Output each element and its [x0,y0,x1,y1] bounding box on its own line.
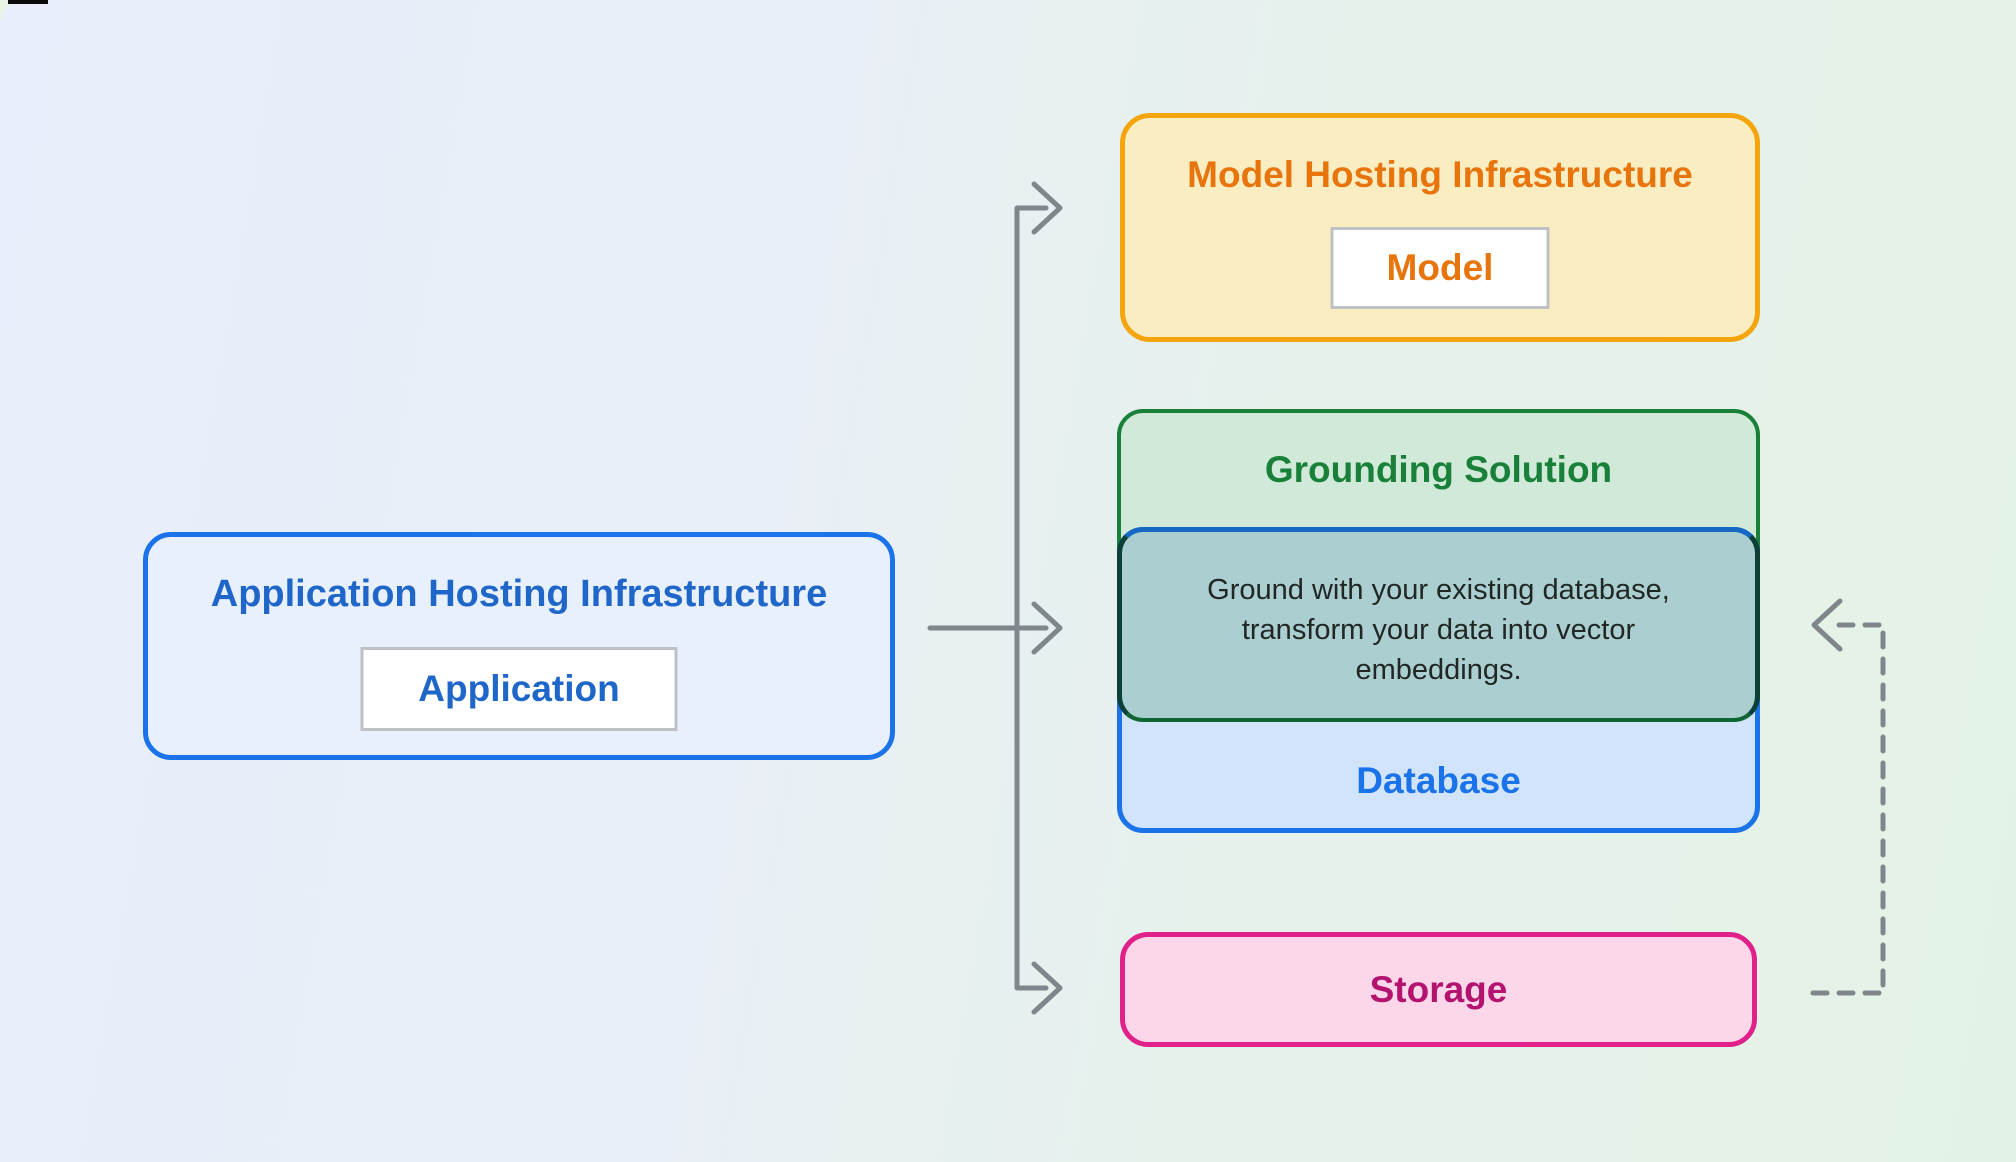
storage-label: Storage [1369,968,1508,1010]
application-hosting-title: Application Hosting Infrastructure [210,573,828,615]
grounding-solution-title: Grounding Solution [1264,449,1613,490]
grounding-description: Ground with your existing database, tran… [1207,574,1670,686]
screenshot-corner-artifact [8,0,48,4]
model-hosting-box: Model Hosting Infrastructure Model [1120,113,1760,342]
arrow-app-to-model [1014,205,1049,631]
application-chip-label: Application [418,668,620,709]
model-chip-label: Model [1386,247,1494,288]
application-hosting-box: Application Hosting Infrastructure Appli… [143,532,895,760]
arrowhead-storage [1031,961,1063,1015]
arrowhead-grounding [1031,601,1063,655]
arrowhead-grounding-dashed [1811,598,1843,652]
grounding-database-overlap: Ground with your existing database, tran… [1117,527,1760,722]
arrow-app-to-storage [1014,625,1049,991]
model-hosting-title: Model Hosting Infrastructure [1187,154,1693,195]
storage-box: Storage [1120,932,1757,1047]
database-label: Database [1356,760,1521,801]
arrowhead-model [1031,181,1063,235]
model-chip: Model [1330,227,1550,309]
arrow-storage-to-grounding-dashed [1810,622,1886,996]
application-chip: Application [360,647,678,731]
